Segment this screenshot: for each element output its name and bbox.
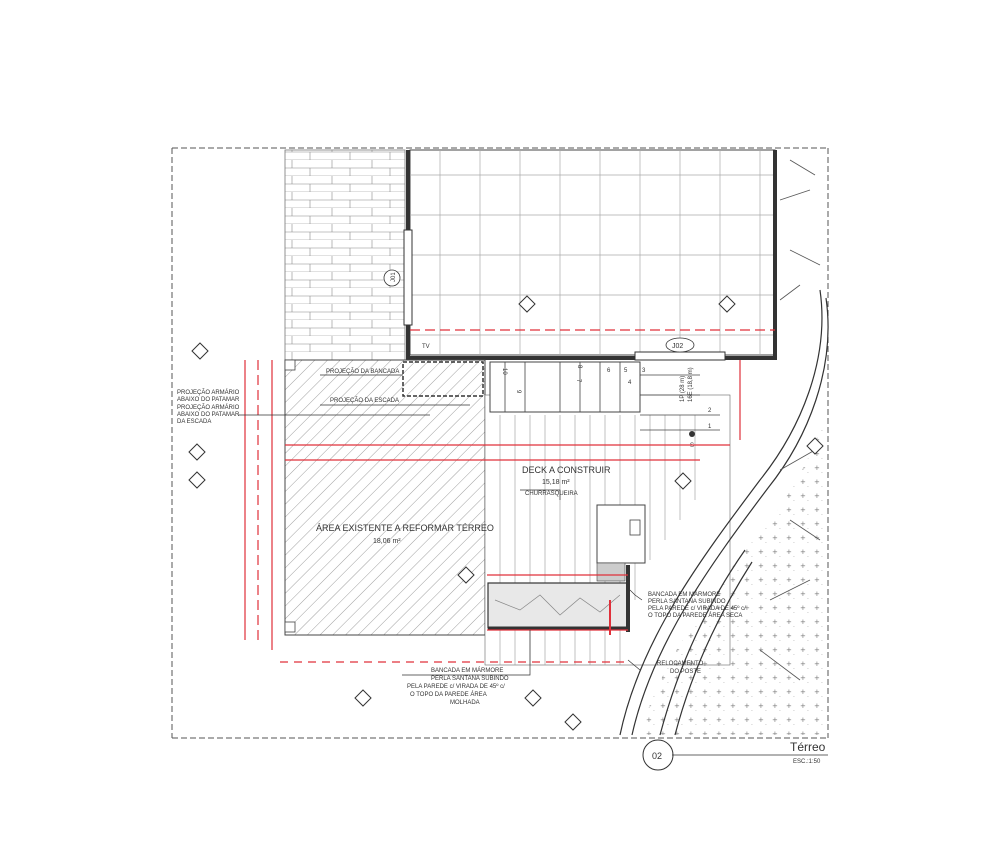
annotations: PROJEÇÃO DA BANCADA PROJEÇÃO DA ESCADA P…: [177, 368, 746, 706]
stair-info: 16E (18,8 m) 1P (28 m) S: [680, 367, 695, 449]
drawing-title: Térreo: [790, 740, 826, 754]
garden-area: [640, 400, 828, 735]
deck-name: DECK A CONSTRUIR: [522, 465, 611, 475]
stair-info-2: 1P (28 m): [680, 376, 686, 402]
barbecue-label: CHURRASQUEIRA: [525, 491, 578, 497]
title-block: 02 Térreo ESC.:1:50: [642, 739, 828, 771]
projection-cabinet-line-1: PROJEÇÃO ARMÁRIO: [177, 389, 240, 396]
projection-stair-label: PROJEÇÃO DA ESCADA: [330, 397, 399, 404]
red-markings: [244, 329, 775, 663]
tiled-room: [406, 149, 777, 360]
window-j02: J02: [634, 337, 726, 361]
drawing-number: 02: [652, 751, 662, 761]
step-1: 1: [708, 424, 712, 430]
site-curves: [619, 289, 829, 736]
counter-wet-line-3: PELA PAREDE c/ VIRADA DE 45º c/: [407, 683, 505, 690]
step-7: 7: [575, 379, 581, 383]
step-6: 6: [607, 368, 611, 374]
window-j01: J01: [383, 229, 413, 326]
tree-lines: [759, 159, 821, 681]
step-5: 5: [624, 368, 628, 374]
paving-area: [284, 149, 406, 361]
step-4: 4: [628, 380, 632, 386]
counter-dry-line-3: PELA PAREDE c/ VIRADA DE 45º c/: [648, 605, 746, 612]
counter-wet-line-4: O TOPO DA PAREDE ÁREA: [410, 691, 487, 698]
counter-wet-line-2: PERLA SANTANA SUBINDO: [431, 676, 509, 682]
stair-s-label: S: [690, 443, 694, 449]
deck-size: 15,18 m²: [542, 479, 570, 486]
step-9: 9: [515, 390, 521, 394]
drawing-scale: ESC.:1:50: [793, 759, 821, 765]
step-2: 2: [708, 408, 712, 414]
relocation-line-1: RELOCAMENTO: [657, 661, 704, 667]
stair-info-1: 16E (18,8 m): [688, 367, 694, 402]
step-10: 10: [501, 368, 507, 375]
counter-wet-line-5: MOLHADA: [450, 700, 480, 706]
stair-step-numbers: 1 2 3 4 5 6 7 8 9 10: [501, 365, 712, 430]
step-3: 3: [642, 368, 646, 374]
leader-lines: [238, 374, 643, 676]
projection-cabinet-line-2: ABAIXO DO PATAMAR: [177, 397, 240, 403]
section-markers: [188, 295, 824, 731]
existing-area: [284, 359, 486, 636]
tv-label: TV: [422, 344, 430, 350]
counter-dry-line-4: O TOPO DA PAREDE ÁREA SECA: [648, 612, 742, 619]
counter-dry-line-2: PERLA SANTANA SUBINDO: [648, 599, 726, 605]
existing-area-size: 18,06 m²: [373, 538, 401, 545]
projection-cabinet-overlap-2: ABAIXO DO PATAMAR: [177, 412, 240, 418]
step-8: 8: [576, 365, 582, 369]
existing-area-name: ÁREA EXISTENTE A REFORMAR TÉRREO: [316, 523, 494, 533]
relocation-line-2: DO POSTE: [670, 669, 701, 675]
barbecue: [596, 504, 646, 582]
counter-wet-line-1: BANCADA EM MÁRMORE: [431, 667, 503, 674]
window-j02-label: J02: [672, 343, 683, 350]
projection-cabinet-overlap-1: PROJEÇÃO ARMÁRIO: [177, 404, 240, 411]
marble-counter: [487, 565, 630, 632]
counter-dry-line-1: BANCADA EM MÁRMORE: [648, 591, 720, 598]
projection-counter-label: PROJEÇÃO DA BANCADA: [326, 368, 399, 375]
window-j01-label: J01: [391, 272, 397, 282]
projection-cabinet-line-3: DA ESCADA: [177, 419, 211, 425]
